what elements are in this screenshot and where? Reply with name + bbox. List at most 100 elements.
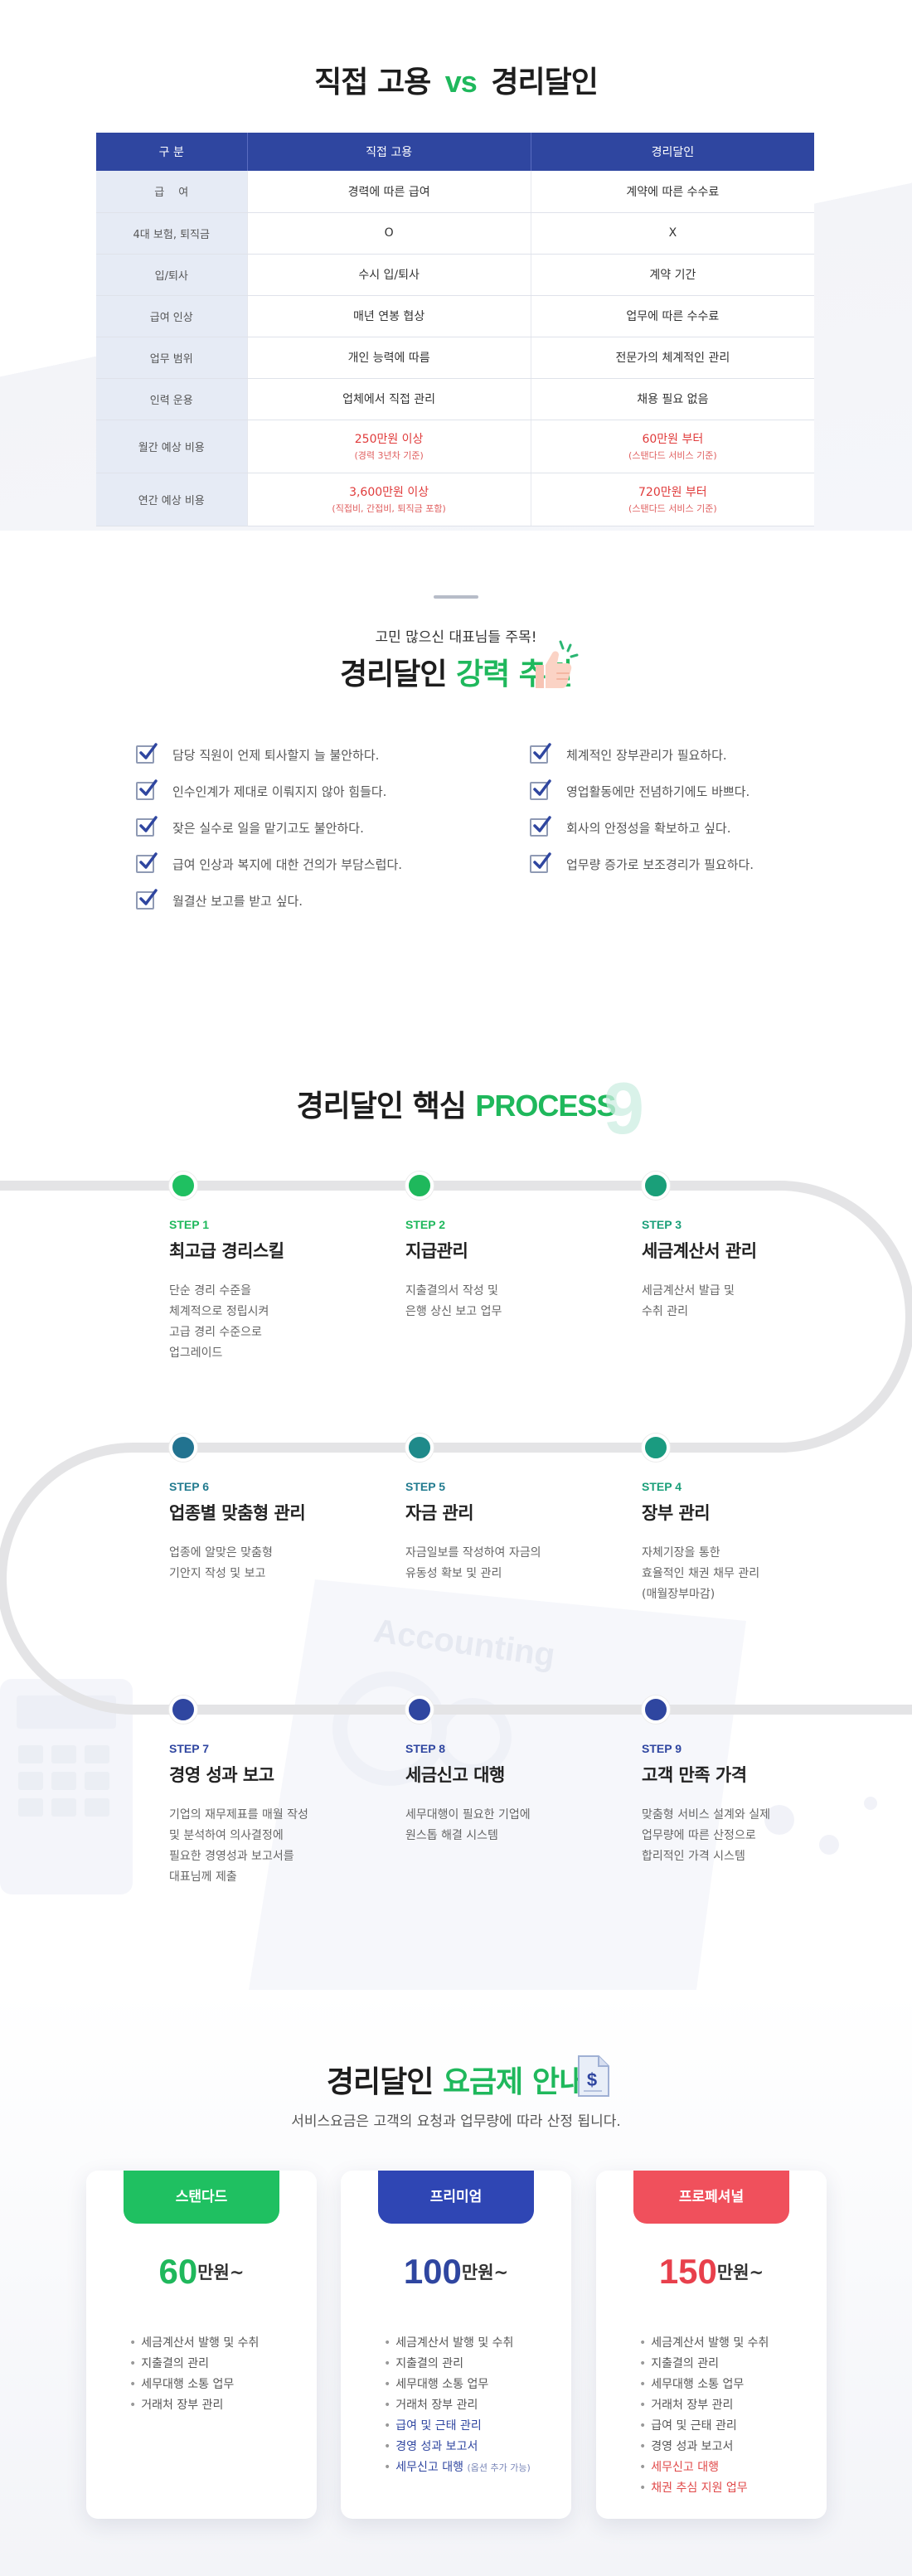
step-number: STEP 9 — [642, 1742, 682, 1755]
list-item: 회사의 안정성을 확보하고 싶다. — [530, 809, 754, 846]
row-label: 입/퇴사 — [96, 254, 248, 296]
plan-price-number: 100 — [403, 2252, 462, 2291]
process-step-9: STEP 9 고객 만족 가격 맞춤형 서비스 설계와 실제 업무량에 따른 산… — [642, 1742, 841, 1867]
cell-brand: X — [531, 212, 814, 255]
step-5-dot — [405, 1434, 434, 1462]
row-label: 급 여 — [96, 171, 248, 213]
svg-text:$: $ — [587, 2069, 597, 2090]
step-description: 세금계산서 발급 및 수취 관리 — [642, 1284, 735, 1318]
step-number: STEP 3 — [642, 1218, 682, 1231]
list-item: 세금계산서 발행 및 수취 — [129, 2333, 259, 2354]
checkbox-checked-icon — [136, 779, 158, 800]
step-number: STEP 8 — [405, 1742, 445, 1755]
list-item: 경영 성과 보고서 — [384, 2437, 531, 2457]
header-category: 구 분 — [96, 133, 248, 171]
list-item: 세무신고 대행 (옵션 추가 가능) — [384, 2457, 531, 2478]
checkbox-checked-icon — [136, 852, 158, 873]
checkbox-checked-icon — [136, 743, 158, 764]
step-description: 단순 경리 수준을 체계적으로 정립시켜 고급 경리 수준으로 업그레이드 — [169, 1284, 269, 1360]
step-number: STEP 4 — [642, 1480, 682, 1493]
cell-brand: 계약 기간 — [531, 254, 814, 296]
feature-text: 세무신고 대행 — [395, 2461, 463, 2474]
feature-note: (옵션 추가 가능) — [467, 2462, 531, 2473]
plan-price-number: 150 — [658, 2252, 717, 2291]
plan-price-number: 60 — [158, 2252, 198, 2291]
cost-note: (스탠다드 서비스 기준) — [628, 503, 717, 514]
cell-brand: 채용 필요 없음 — [531, 378, 814, 420]
list-item: 인수인계가 제대로 이뤄지지 않아 힘들다. — [136, 773, 402, 809]
thumbs-up-icon — [536, 640, 579, 688]
row-label: 인력 운용 — [96, 378, 248, 420]
step-description: 자금일보를 작성하여 자금의 유동성 확보 및 관리 — [405, 1546, 541, 1580]
checklist-text: 업무량 증가로 보조경리가 필요하다. — [566, 856, 754, 872]
checkbox-checked-icon — [136, 816, 158, 837]
pricing-title-highlight: 요금제 안내 — [442, 2065, 586, 2099]
list-item: 세금계산서 발행 및 수취 — [384, 2333, 531, 2354]
cost-main: 60만원 부터 — [642, 433, 704, 446]
list-item: 급여 인상과 복지에 대한 건의가 부담스럽다. — [136, 846, 402, 882]
plan-feature-list: 세금계산서 발행 및 수취 지출결의 관리 세무대행 소통 업무 거래처 장부 … — [129, 2333, 259, 2416]
recommend-subtitle: 고민 많으신 대표님들 주목! — [375, 629, 537, 646]
list-item: 세금계산서 발행 및 수취 — [639, 2333, 769, 2354]
plan-price-unit: 만원~ — [197, 2263, 245, 2283]
list-item: 급여 및 근태 관리 — [639, 2416, 769, 2437]
plan-feature-list: 세금계산서 발행 및 수취 지출결의 관리 세무대행 소통 업무 거래처 장부 … — [639, 2333, 769, 2499]
process-step-4: STEP 4 장부 관리 자체기장을 통한 효율적인 채권 채무 관리 (매월장… — [642, 1480, 841, 1605]
plan-name-tab: 스탠다드 — [124, 2171, 279, 2224]
step-title: 지급관리 — [405, 1241, 468, 1261]
list-item: 지출결의 관리 — [129, 2354, 259, 2375]
checklist-text: 월결산 보고를 받고 싶다. — [172, 893, 303, 909]
list-item: 지출결의 관리 — [639, 2354, 769, 2375]
process-path — [0, 1181, 912, 1715]
cost-main: 3,600만원 이상 — [349, 486, 429, 499]
checklist-right: 체계적인 장부관리가 필요하다. 영업활동에만 전념하기에도 바쁘다. 회사의 … — [530, 736, 754, 882]
pricing-subtitle: 서비스요금은 고객의 요청과 업무량에 따라 산정 됩니다. — [291, 2113, 621, 2130]
process-section: Accounting 경리달인 핵심 PROCESS 9 STEP 1 최고급 … — [0, 1032, 912, 1990]
list-item: 채권 추심 지원 업무 — [639, 2478, 769, 2499]
cell-direct: 개인 능력에 따름 — [247, 337, 531, 379]
section-divider — [434, 595, 478, 599]
title-vs: vs — [444, 65, 478, 99]
plan-price: 60만원~ — [86, 2252, 317, 2292]
cell-direct: 250만원 이상 (경력 3년차 기준) — [247, 420, 531, 473]
cell-brand: 전문가의 체계적인 관리 — [531, 337, 814, 379]
process-step-6: STEP 6 업종별 맞춤형 관리 업종에 알맞은 맞춤형 기안지 작성 및 보… — [169, 1480, 368, 1584]
plan-card-standard[interactable]: 스탠다드 60만원~ 세금계산서 발행 및 수취 지출결의 관리 세무대행 소통… — [86, 2171, 317, 2519]
step-title: 자금 관리 — [405, 1503, 474, 1523]
plan-card-premium[interactable]: 프리미엄 100만원~ 세금계산서 발행 및 수취 지출결의 관리 세무대행 소… — [341, 2171, 571, 2519]
cell-direct: 매년 연봉 협상 — [247, 295, 531, 337]
plan-card-professional[interactable]: 프로페셔널 150만원~ 세금계산서 발행 및 수취 지출결의 관리 세무대행 … — [596, 2171, 827, 2519]
step-description: 맞춤형 서비스 설계와 실제 업무량에 따른 산정으로 합리적인 가격 시스템 — [642, 1808, 771, 1863]
list-item: 경영 성과 보고서 — [639, 2437, 769, 2457]
background-illustration — [0, 1579, 877, 1990]
cost-note: (직접비, 간접비, 퇴직금 포함) — [332, 503, 446, 514]
checklist-text: 회사의 안정성을 확보하고 싶다. — [566, 820, 731, 836]
title-brand: 경리달인 — [491, 65, 598, 99]
list-item: 잦은 실수로 일을 맡기고도 불안하다. — [136, 809, 402, 846]
step-9-dot — [642, 1696, 670, 1724]
table-row: 4대 보험, 퇴직금 O X — [96, 212, 814, 255]
recommend-title-brand: 경리달인 — [339, 657, 447, 691]
list-item: 월결산 보고를 받고 싶다. — [136, 882, 402, 919]
step-3-dot — [642, 1172, 670, 1200]
process-step-8: STEP 8 세금신고 대행 세무대행이 필요한 기업에 원스톱 해결 시스템 — [405, 1742, 604, 1846]
step-description: 업종에 알맞은 맞춤형 기안지 작성 및 보고 — [169, 1546, 273, 1580]
checklist-text: 잦은 실수로 일을 맡기고도 불안하다. — [172, 820, 364, 836]
row-label: 연간 예상 비용 — [96, 473, 248, 526]
step-6-dot — [169, 1434, 197, 1462]
row-label: 업무 범위 — [96, 337, 248, 379]
step-title: 경영 성과 보고 — [169, 1765, 274, 1785]
cell-direct: 경력에 따른 급여 — [247, 171, 531, 213]
checklist-text: 담당 직원이 언제 퇴사할지 늘 불안하다. — [172, 747, 380, 763]
list-item: 거래처 장부 관리 — [384, 2395, 531, 2416]
checkbox-checked-icon — [136, 889, 158, 910]
step-number: STEP 5 — [405, 1480, 445, 1493]
list-item: 세무대행 소통 업무 — [129, 2375, 259, 2395]
plan-price: 150만원~ — [596, 2252, 827, 2292]
step-2-dot — [405, 1172, 434, 1200]
step-title: 세금신고 대행 — [405, 1765, 505, 1785]
comparison-title: 직접 고용 vs 경리달인 — [0, 58, 912, 101]
header-brand: 경리달인 — [531, 133, 814, 171]
step-4-dot — [642, 1434, 670, 1462]
